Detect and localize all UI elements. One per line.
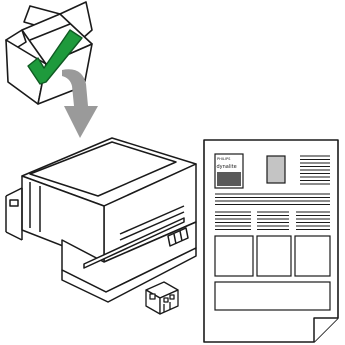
instruction-sheet-icon: PHILIPS dynalite — [203, 139, 339, 343]
column-text-lines — [215, 211, 330, 230]
din-rail-controller-icon — [5, 137, 197, 303]
brand-small-text: PHILIPS — [217, 157, 231, 161]
document-folded-corner — [313, 317, 338, 342]
checkmark-icon — [27, 29, 83, 85]
down-arrow-icon — [62, 69, 98, 138]
terminal-connector-icon — [145, 281, 179, 315]
logo-dark-panel — [217, 172, 241, 186]
separator-lines — [215, 193, 330, 205]
open-box-icon — [5, 1, 93, 105]
header-text-lines — [300, 155, 330, 185]
image-placeholder — [266, 155, 286, 184]
bottom-box — [214, 281, 331, 311]
brand-name-text: dynalite — [217, 164, 237, 170]
diagram-boxes — [214, 235, 331, 277]
